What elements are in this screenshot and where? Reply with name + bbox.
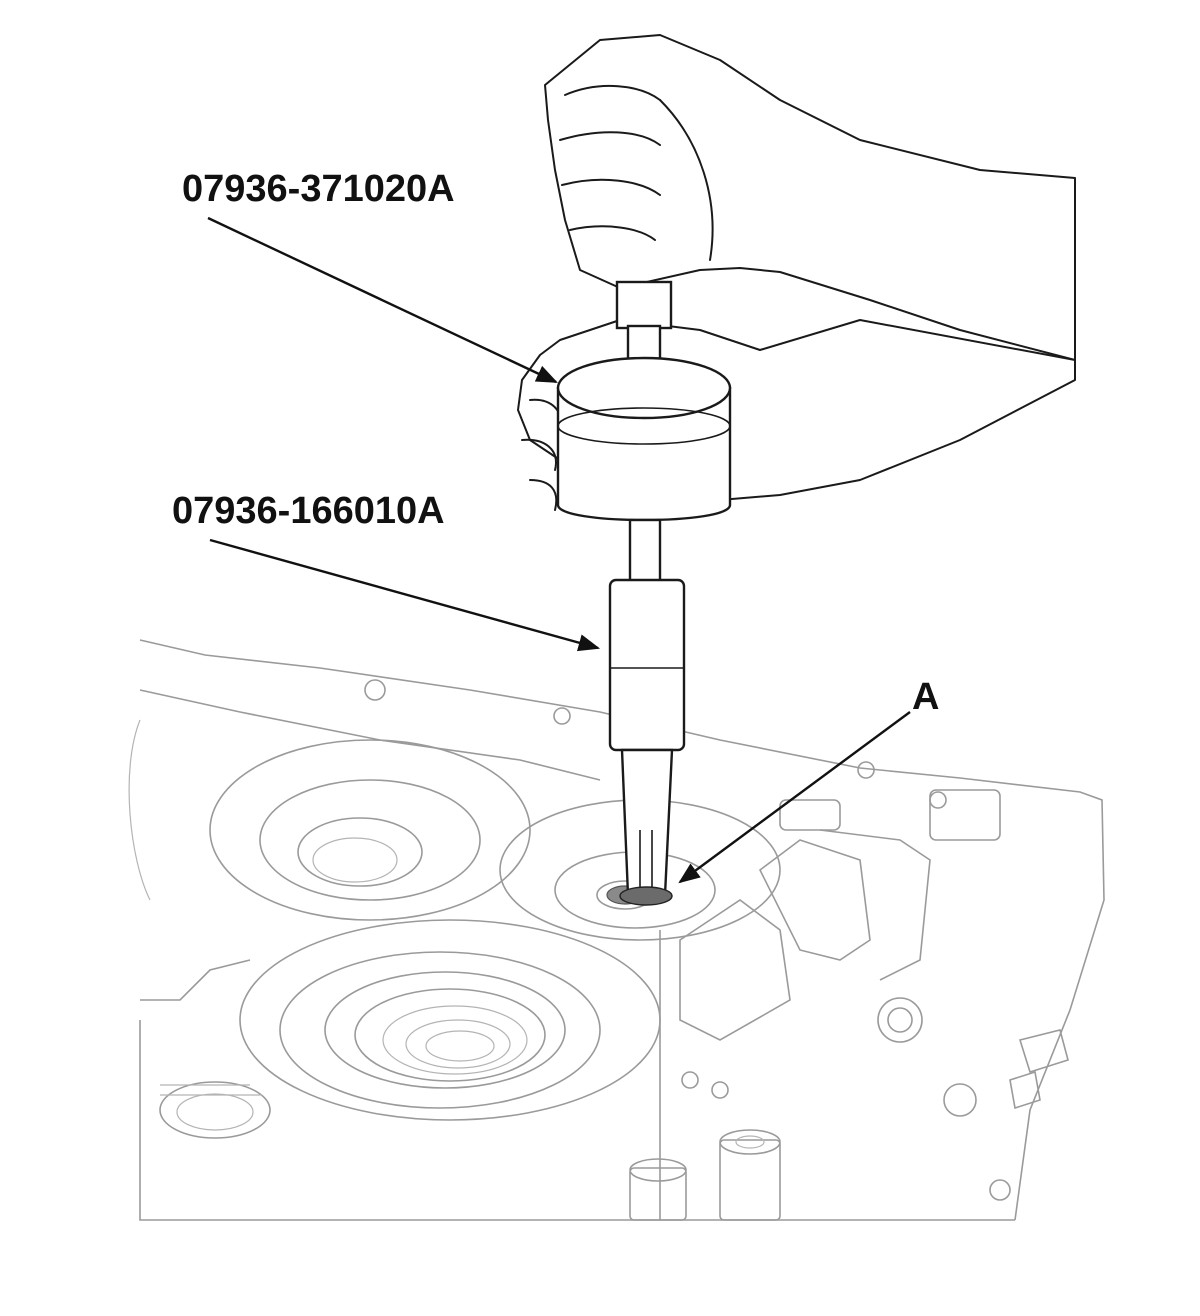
leader-lines: [207, 216, 911, 884]
tool-label-upper: 07936-371020A: [182, 168, 455, 210]
special-tools: [556, 280, 732, 906]
tool-label-lower: 07936-166010A: [172, 490, 445, 532]
transmission-housing: [128, 639, 1105, 1221]
part-label-a: A: [912, 676, 940, 718]
leader-arrow-tool-1: [207, 216, 558, 384]
leader-arrow-tool-2: [209, 538, 601, 652]
leader-arrow-a: [678, 711, 911, 884]
